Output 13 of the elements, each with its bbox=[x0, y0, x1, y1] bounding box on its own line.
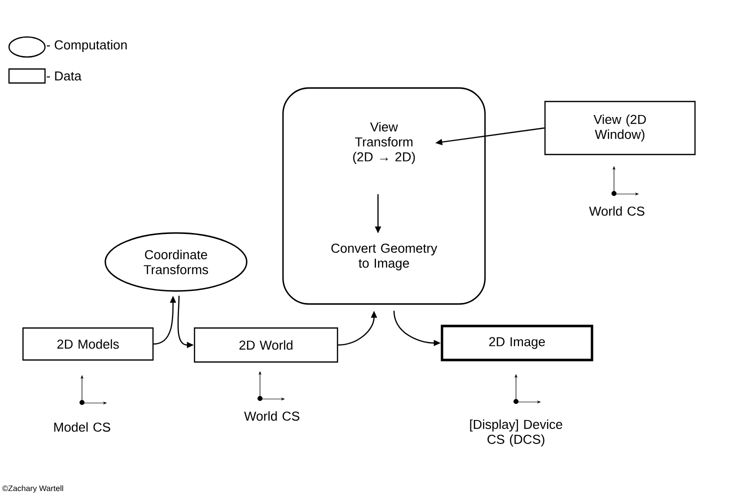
data-box: 2D World bbox=[194, 327, 338, 363]
legend-text: - Computation bbox=[46, 40, 127, 52]
data-box: View (2D Window) bbox=[544, 100, 696, 156]
axes-label: World CS bbox=[589, 206, 644, 216]
data-box: 2D Image bbox=[440, 324, 594, 362]
step-text: Convert Geometry to Image bbox=[331, 244, 438, 270]
axes-label: Model CS bbox=[54, 422, 110, 432]
data-box: 2D Models bbox=[22, 327, 154, 361]
process-box bbox=[282, 87, 486, 305]
legend-text: - Data bbox=[46, 71, 82, 80]
axes-label: [Display] Device CS (DCS) bbox=[470, 419, 562, 446]
step-text: View Transform (2D → 2D) bbox=[353, 122, 415, 164]
axes-label: World CS bbox=[244, 411, 300, 421]
